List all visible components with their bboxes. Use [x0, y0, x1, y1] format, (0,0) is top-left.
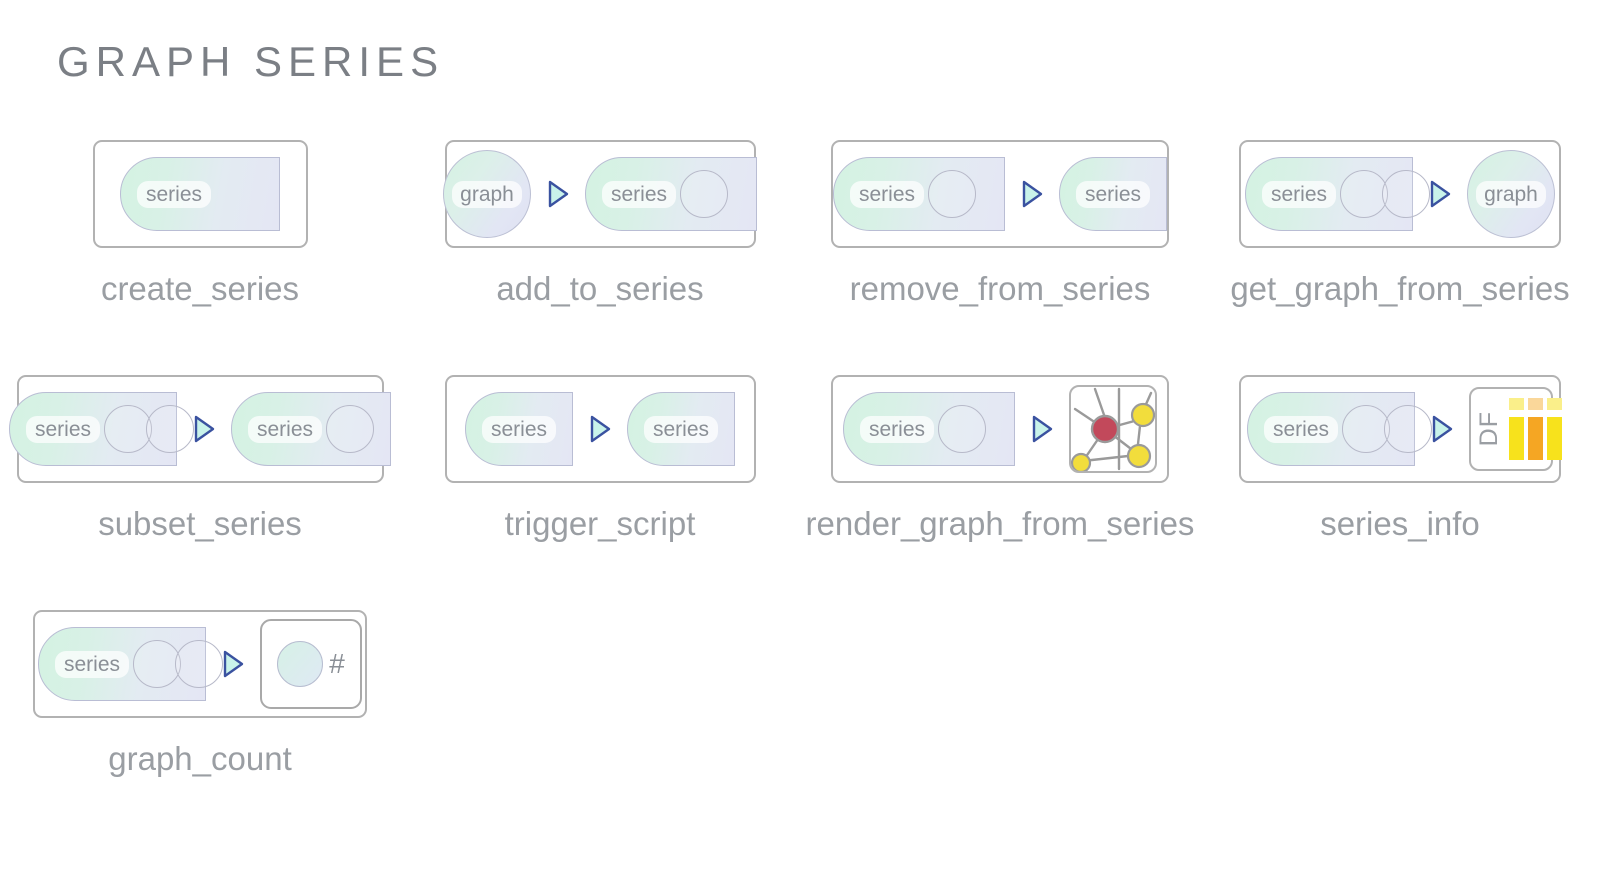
- arrow-triangle-icon: [194, 415, 215, 443]
- diagram: series: [843, 385, 1157, 473]
- operation-card[interactable]: series: [831, 375, 1169, 483]
- graph-label: graph: [452, 180, 522, 208]
- count-result-box: #: [260, 619, 362, 709]
- operation-card[interactable]: series series: [831, 140, 1169, 248]
- graph-slot-circle: [1384, 405, 1433, 453]
- operation-card[interactable]: series DF: [1239, 375, 1562, 483]
- operation-render-graph-from-series[interactable]: series: [800, 375, 1200, 543]
- arrow-triangle-icon: [1430, 180, 1451, 208]
- graph-slot-circle: [1382, 170, 1431, 218]
- graph-slot-circle: [1340, 170, 1389, 218]
- series-shape: series: [9, 392, 195, 466]
- series-label: series: [55, 650, 130, 678]
- series-shape: series: [843, 392, 1015, 466]
- operation-label: add_to_series: [496, 270, 704, 307]
- operation-subset-series[interactable]: series series subset_series: [0, 375, 400, 543]
- operation-label: graph_count: [108, 740, 292, 777]
- operation-label: get_graph_from_series: [1230, 270, 1570, 307]
- graph-slot-circle: [938, 405, 987, 453]
- operation-trigger-script[interactable]: series series trigger_script: [400, 375, 800, 543]
- series-label: series: [26, 415, 101, 443]
- operation-label: render_graph_from_series: [805, 505, 1195, 542]
- dataframe-bar: [1547, 398, 1562, 460]
- operation-label: series_info: [1320, 505, 1480, 542]
- series-label: series: [850, 180, 925, 208]
- graph-slot-circle: [326, 405, 375, 453]
- page-title: GRAPH SERIES: [57, 38, 445, 85]
- series-shape: series: [585, 157, 757, 231]
- dataframe-bar: [1528, 398, 1543, 460]
- series-shape: series: [627, 392, 735, 466]
- graph-label: graph: [1476, 180, 1546, 208]
- operation-remove-from-series[interactable]: series series remove_from_series: [800, 140, 1200, 308]
- series-label: series: [248, 415, 323, 443]
- graph-slot-circle: [680, 170, 729, 218]
- graph-shape: graph: [1467, 150, 1555, 238]
- operation-get-graph-from-series[interactable]: series graph get_graph_from_series: [1200, 140, 1600, 308]
- arrow-triangle-icon: [548, 180, 569, 208]
- series-label: series: [482, 415, 557, 443]
- operations-row: series create_series graph series: [0, 140, 1600, 375]
- dataframe-label: DF: [1475, 411, 1503, 447]
- operation-graph-count[interactable]: series # graph_count: [0, 610, 400, 778]
- arrow-triangle-icon: [1032, 415, 1053, 443]
- diagram: series #: [38, 619, 362, 709]
- series-label: series: [1076, 180, 1151, 208]
- series-label: series: [1262, 180, 1337, 208]
- operations-grid: series create_series graph series: [0, 140, 1600, 845]
- series-shape: series: [38, 627, 224, 701]
- arrow-triangle-icon: [1432, 415, 1453, 443]
- operation-card[interactable]: series series: [9, 375, 391, 483]
- series-shape: series: [833, 157, 1005, 231]
- operation-card[interactable]: series graph: [1239, 140, 1561, 248]
- graph-slot-circle: [146, 405, 195, 453]
- operation-card[interactable]: series series: [444, 375, 756, 483]
- series-shape: series: [465, 392, 573, 466]
- series-label: series: [644, 415, 719, 443]
- arrow-triangle-icon: [590, 415, 611, 443]
- graph-slot-circle: [1342, 405, 1391, 453]
- operation-series-info[interactable]: series DF: [1200, 375, 1600, 543]
- series-shape: series: [1247, 392, 1433, 466]
- operations-row: series series subset_series: [0, 375, 1600, 610]
- diagram: series series: [9, 392, 391, 466]
- dataframe-icon: DF: [1469, 387, 1562, 471]
- operation-card[interactable]: series: [92, 140, 308, 248]
- graph-slot-circle: [133, 640, 182, 688]
- render-graph-icon: [1069, 385, 1157, 473]
- operation-card[interactable]: series #: [33, 610, 367, 718]
- graph-slot-circle: [104, 405, 153, 453]
- series-label: series: [602, 180, 677, 208]
- series-label: series: [860, 415, 935, 443]
- graph-slot-circle: [928, 170, 977, 218]
- diagram: series series: [833, 157, 1167, 231]
- graph-shape: graph: [443, 150, 531, 238]
- series-shape: series: [231, 392, 391, 466]
- arrow-triangle-icon: [1022, 180, 1043, 208]
- hash-symbol: #: [329, 648, 345, 679]
- series-shape: series: [1059, 157, 1167, 231]
- operations-row: series # graph_count: [0, 610, 1600, 845]
- operation-card[interactable]: graph series: [443, 140, 757, 248]
- diagram: graph series: [443, 150, 757, 238]
- dataframe-bars: [1509, 398, 1562, 460]
- operation-label: remove_from_series: [849, 270, 1151, 307]
- series-label: series: [1264, 415, 1339, 443]
- series-shape: series: [120, 157, 280, 231]
- series-shape: series: [1245, 157, 1431, 231]
- arrow-triangle-icon: [223, 650, 244, 678]
- operation-label: create_series: [100, 270, 300, 307]
- series-label: series: [137, 180, 212, 208]
- graph-dot-icon: [277, 641, 324, 687]
- diagram: series DF: [1247, 387, 1562, 471]
- graph-slot-circle: [175, 640, 224, 688]
- diagram: series: [120, 157, 280, 231]
- diagram: series series: [465, 392, 735, 466]
- operation-label: subset_series: [98, 505, 302, 542]
- diagram: series graph: [1245, 150, 1555, 238]
- operation-create-series[interactable]: series create_series: [0, 140, 400, 308]
- operation-label: trigger_script: [504, 505, 696, 542]
- operation-add-to-series[interactable]: graph series add_to_series: [400, 140, 800, 308]
- dataframe-bar: [1509, 398, 1524, 460]
